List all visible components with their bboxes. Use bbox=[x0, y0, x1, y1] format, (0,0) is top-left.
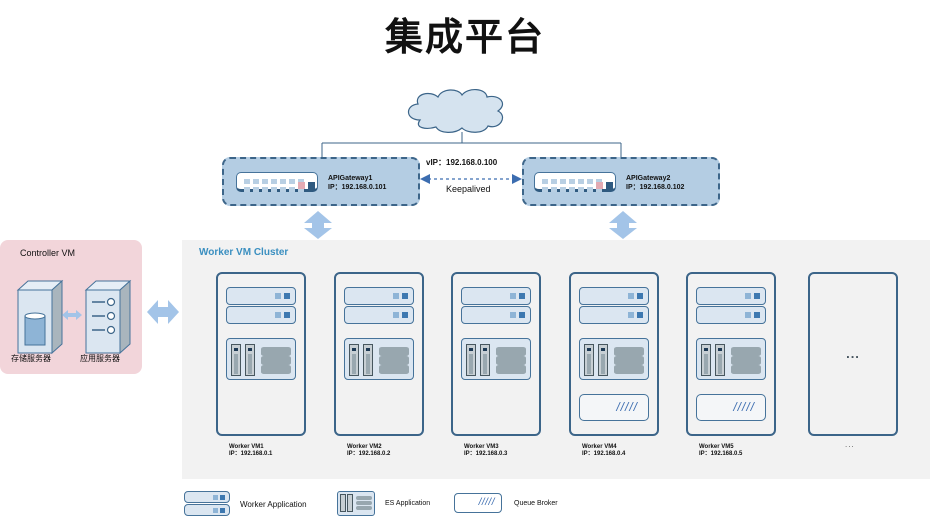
worker-vm-ip: IP：192.168.0.2 bbox=[347, 451, 391, 457]
network-lines bbox=[304, 89, 637, 239]
legend-es-application-icon bbox=[337, 491, 375, 516]
queue-broker-icon: ///// bbox=[696, 394, 766, 421]
worker-vm-ip: IP：192.168.0.5 bbox=[699, 451, 743, 457]
worker-vm-ip: IP：192.168.0.3 bbox=[464, 451, 508, 457]
worker-vm-box bbox=[216, 272, 306, 436]
gateway-device-icon bbox=[236, 172, 318, 192]
gateway-ip: IP：192.168.0.102 bbox=[626, 184, 685, 191]
gateway-name: APIGateway2 bbox=[626, 175, 671, 182]
worker-vm-box: ///// bbox=[569, 272, 659, 436]
worker-vm-name: Worker VM2 bbox=[347, 444, 382, 450]
worker-application-icon bbox=[461, 287, 531, 305]
gateway2-cluster-arrow bbox=[609, 211, 637, 239]
worker-vm-box bbox=[334, 272, 424, 436]
keepalived-arrow bbox=[420, 174, 522, 184]
worker-application-icon bbox=[226, 306, 296, 324]
es-application-icon bbox=[461, 338, 531, 380]
api-gateway-2: APIGateway2 IP：192.168.0.102 bbox=[522, 157, 720, 206]
more-workers-label: ... bbox=[845, 440, 855, 449]
worker-application-icon bbox=[579, 287, 649, 305]
server-link-arrow bbox=[62, 310, 82, 320]
controller-servers bbox=[16, 279, 132, 355]
worker-vm-name: Worker VM1 bbox=[229, 444, 264, 450]
worker-vm-name: Worker VM3 bbox=[464, 444, 499, 450]
storage-server-label: 存储服务器 bbox=[11, 354, 51, 363]
worker-application-icon bbox=[696, 287, 766, 305]
storage-server-icon bbox=[16, 279, 64, 355]
controller-title: Controller VM bbox=[20, 248, 76, 258]
application-server-label: 应用服务器 bbox=[80, 354, 120, 363]
gateway-device-icon bbox=[534, 172, 616, 192]
worker-vm-ip: IP：192.168.0.1 bbox=[229, 451, 273, 457]
worker-vm-ip: IP：192.168.0.4 bbox=[582, 451, 626, 457]
es-application-icon bbox=[226, 338, 296, 380]
worker-application-icon bbox=[344, 306, 414, 324]
controller-vm: Controller VM 存储服务器 应用服务器 bbox=[0, 240, 142, 374]
queue-broker-icon: ///// bbox=[579, 394, 649, 421]
es-application-icon bbox=[579, 338, 649, 380]
legend-queue-broker-label: Queue Broker bbox=[514, 500, 558, 507]
legend-worker-application-icon bbox=[184, 491, 230, 517]
worker-vm-box: ///// bbox=[686, 272, 776, 436]
worker-vm-box bbox=[451, 272, 541, 436]
application-server-icon bbox=[84, 279, 132, 355]
worker-vm-cluster: Worker VM Cluster bbox=[182, 240, 930, 479]
internet-cloud-icon bbox=[407, 89, 503, 133]
more-workers-box: ... bbox=[808, 272, 898, 436]
ellipsis-icon: ... bbox=[846, 346, 860, 361]
worker-application-icon bbox=[344, 287, 414, 305]
worker-application-icon bbox=[461, 306, 531, 324]
worker-vm-name: Worker VM4 bbox=[582, 444, 617, 450]
legend-worker-application-label: Worker Application bbox=[240, 500, 307, 509]
controller-cluster-arrow bbox=[147, 300, 179, 324]
worker-application-icon bbox=[226, 287, 296, 305]
keepalived-label: Keepalived bbox=[446, 184, 491, 194]
es-application-icon bbox=[344, 338, 414, 380]
es-application-icon bbox=[696, 338, 766, 380]
diagram-title: 集成平台 bbox=[384, 15, 545, 59]
cluster-title: Worker VM Cluster bbox=[199, 247, 289, 258]
gateway-name: APIGateway1 bbox=[328, 175, 373, 182]
worker-application-icon bbox=[696, 306, 766, 324]
vip-label: vIP：192.168.0.100 bbox=[426, 158, 498, 167]
gateway1-cluster-arrow bbox=[304, 211, 332, 239]
legend-es-application-label: ES Application bbox=[385, 500, 431, 507]
worker-application-icon bbox=[579, 306, 649, 324]
gateway-ip: IP：192.168.0.101 bbox=[328, 184, 387, 191]
api-gateway-1: APIGateway1 IP：192.168.0.101 bbox=[222, 157, 420, 206]
worker-vm-name: Worker VM5 bbox=[699, 444, 734, 450]
legend-queue-broker-icon: ///// bbox=[454, 493, 502, 513]
